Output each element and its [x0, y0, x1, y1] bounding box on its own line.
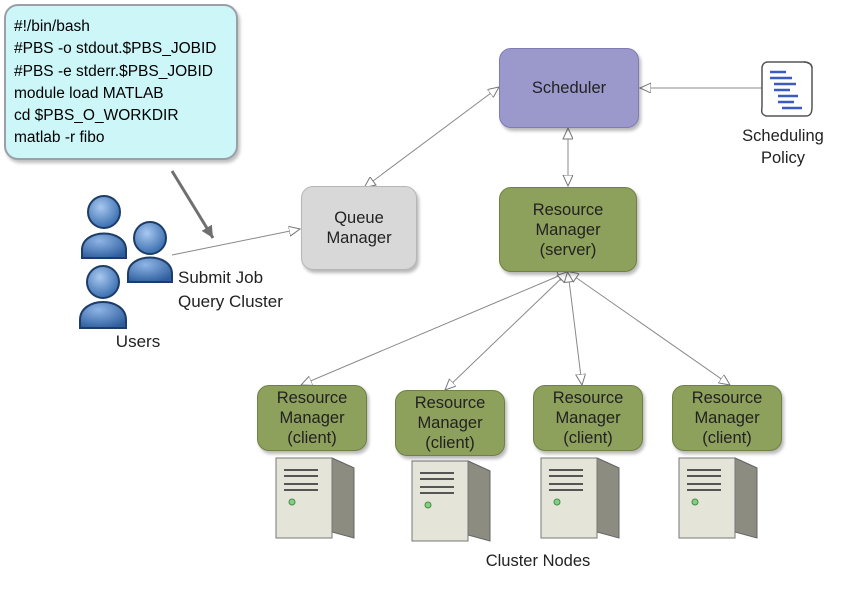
server-client-1-connector [301, 272, 568, 385]
resource-manager-client-label: Resource Manager (client) [414, 394, 486, 452]
script-line: cd $PBS_O_WORKDIR [14, 107, 179, 125]
resource-manager-client-node: Resource Manager (client) [257, 385, 367, 451]
scheduling-policy-document-icon [760, 61, 813, 117]
server-client-2-connector [445, 272, 568, 390]
resource-manager-client-node: Resource Manager (client) [672, 385, 782, 451]
users-label: Users [115, 332, 161, 351]
resource-manager-server-node: Resource Manager (server) [499, 187, 637, 272]
script-line: #!/bin/bash [14, 18, 90, 35]
queue-scheduler-connector [365, 87, 499, 187]
pbs-script-box: #!/bin/bash #PBS -o stdout.$PBS_JOBID #P… [4, 4, 238, 160]
script-line: #PBS -o stdout.$PBS_JOBID [14, 40, 217, 58]
queue-manager-node: Queue Manager [301, 186, 417, 270]
resource-manager-client-label: Resource Manager (client) [691, 389, 763, 447]
user-actions-label: Submit Job Query Cluster [178, 268, 283, 311]
server-tower-icon [275, 457, 355, 539]
server-client-3-connector [568, 272, 582, 385]
server-client-4-connector [568, 272, 730, 385]
resource-manager-client-label: Resource Manager (client) [552, 389, 624, 447]
scheduler-label: Scheduler [531, 79, 607, 97]
scheduler-node: Scheduler [499, 48, 639, 128]
script-line: matlab -r fibo [14, 129, 105, 147]
queue-manager-label: Queue Manager [326, 209, 392, 247]
script-to-users-arrow [170, 170, 215, 239]
cluster-nodes-label: Cluster Nodes [485, 552, 591, 570]
script-line: module load MATLAB [14, 84, 164, 102]
script-line: #PBS -e stderr.$PBS_JOBID [14, 62, 214, 80]
server-tower-icon [411, 460, 491, 542]
server-tower-icon [540, 457, 620, 539]
server-tower-icon [678, 457, 758, 539]
users-icon [79, 195, 173, 329]
users-to-queue-connector [171, 229, 300, 256]
scheduling-policy-label: Scheduling Policy [742, 127, 824, 167]
resource-manager-server-label: Resource Manager (server) [532, 200, 604, 259]
resource-manager-client-node: Resource Manager (client) [395, 390, 505, 456]
resource-manager-client-label: Resource Manager (client) [276, 389, 348, 447]
resource-manager-client-node: Resource Manager (client) [533, 385, 643, 451]
